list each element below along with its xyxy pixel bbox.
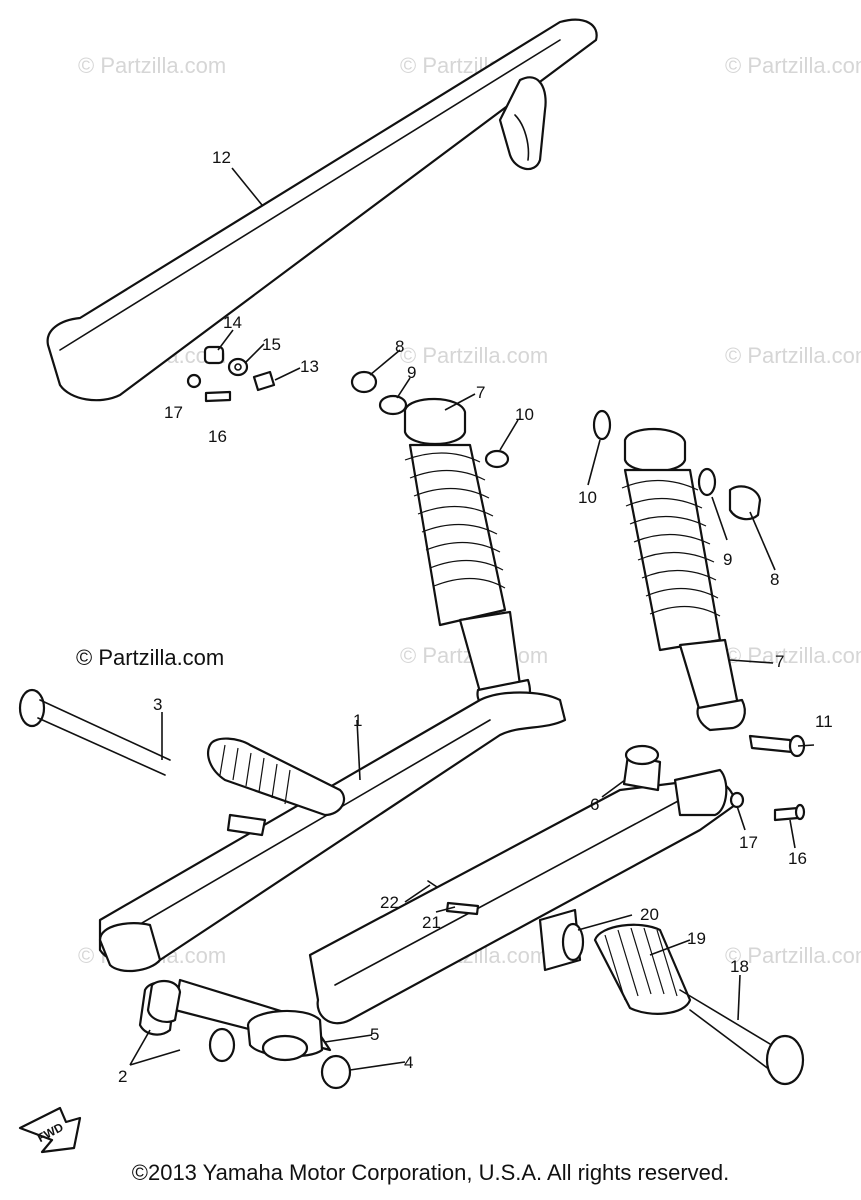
- callout-18: 18: [730, 957, 749, 976]
- callout-19: 19: [687, 929, 706, 948]
- callout-17-left: 17: [164, 403, 183, 422]
- callout-9-right: 9: [723, 550, 732, 569]
- callout-3: 3: [153, 695, 162, 714]
- pivot-shaft-part-3: [18, 688, 171, 776]
- callout-16-right: 16: [788, 849, 807, 868]
- shock-absorber-right: [592, 409, 806, 758]
- watermark-dark: © Partzilla.com: [76, 645, 224, 670]
- grip-assembly-right: [538, 908, 805, 1086]
- callout-15: 15: [262, 335, 281, 354]
- watermark: © Partzilla.com: [725, 943, 861, 968]
- callout-5: 5: [370, 1025, 379, 1044]
- bushing-part-4: [320, 1054, 352, 1090]
- callout-7-center: 7: [476, 383, 485, 402]
- callout-22: 22: [380, 893, 399, 912]
- callout-10-right: 10: [578, 488, 597, 507]
- hardware-group-upper-left: [186, 345, 276, 403]
- callout-10-center: 10: [515, 405, 534, 424]
- watermark: © Partzilla.com: [725, 343, 861, 368]
- callout-8-right: 8: [770, 570, 779, 589]
- copyright-notice: ©2013 Yamaha Motor Corporation, U.S.A. A…: [131, 1160, 730, 1185]
- callout-21: 21: [422, 913, 441, 932]
- callout-8-center: 8: [395, 337, 404, 356]
- leader-lines: [129, 167, 815, 1071]
- bushing-part-6: [622, 744, 728, 817]
- callout-4: 4: [404, 1053, 413, 1072]
- callout-2: 2: [118, 1067, 127, 1086]
- fwd-arrow: FWD: [18, 1106, 82, 1154]
- callout-11: 11: [815, 712, 833, 731]
- callout-labels: 12 14 15 13 17 16 8 9 7 10 10 9 8 7 11 3…: [118, 148, 833, 1086]
- bolt-group-right: [729, 791, 806, 822]
- watermark: © Partzilla.com: [725, 53, 861, 78]
- swingarm-part-1: [98, 691, 737, 1062]
- callout-7-right: 7: [775, 652, 784, 671]
- callout-17-right: 17: [739, 833, 758, 852]
- callout-20: 20: [640, 905, 659, 924]
- watermark: © Partzilla.com: [78, 53, 226, 78]
- callout-16-left: 16: [208, 427, 227, 446]
- callout-12: 12: [212, 148, 231, 167]
- callout-6: 6: [590, 795, 599, 814]
- callout-14: 14: [223, 313, 242, 332]
- callout-1: 1: [353, 711, 362, 730]
- bushings-part-2: [146, 979, 236, 1063]
- watermark: © Partzilla.com: [725, 643, 861, 668]
- chain-guard-part-12: [46, 18, 598, 402]
- callout-13: 13: [300, 357, 319, 376]
- callout-9-center: 9: [407, 363, 416, 382]
- watermark: © Partzilla.com: [400, 343, 548, 368]
